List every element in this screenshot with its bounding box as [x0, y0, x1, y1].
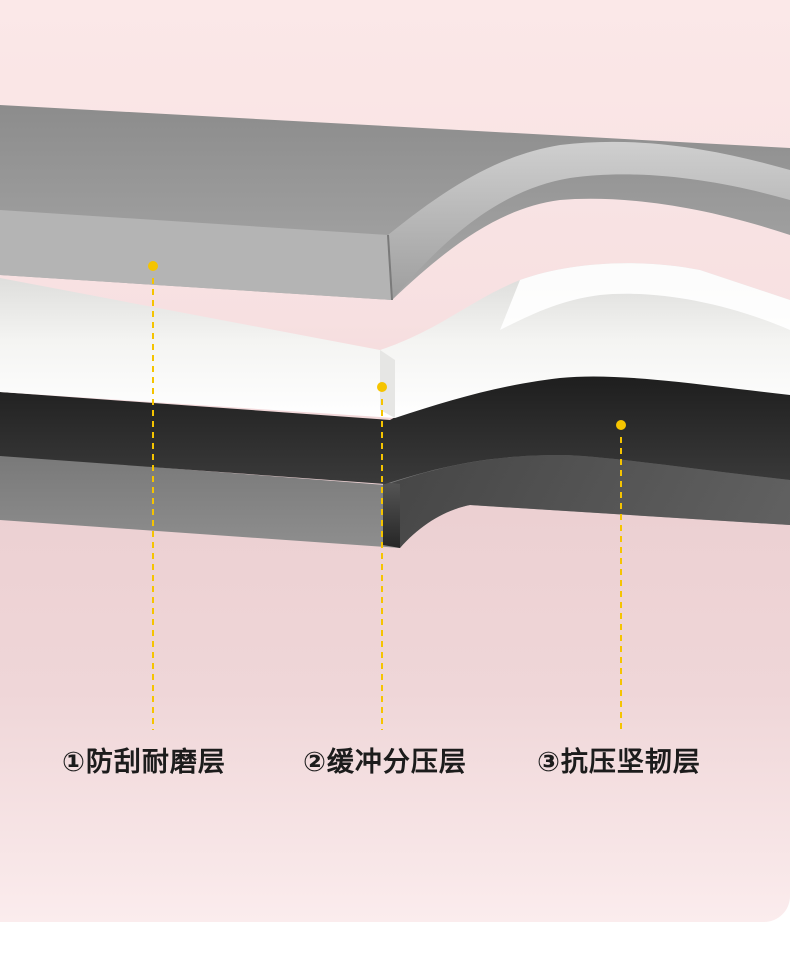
- callout-marker-layer-1: [148, 261, 158, 730]
- layer-1-label: ①防刮耐磨层: [62, 747, 226, 778]
- layer-1-sheet: [0, 105, 790, 301]
- layered-material-illustration: [0, 105, 790, 730]
- layer-3-label: ③抗压坚韧层: [537, 747, 701, 778]
- callout-marker-layer-2: [377, 382, 387, 730]
- product-feature-panel: ①防刮耐磨层 ②缓冲分压层 ③抗压坚韧层: [0, 0, 790, 922]
- layer-2-label: ②缓冲分压层: [303, 747, 467, 778]
- layer-dark-sheet: [0, 371, 790, 484]
- layer-2-sheet: [0, 263, 790, 418]
- callout-marker-layer-3: [616, 420, 626, 730]
